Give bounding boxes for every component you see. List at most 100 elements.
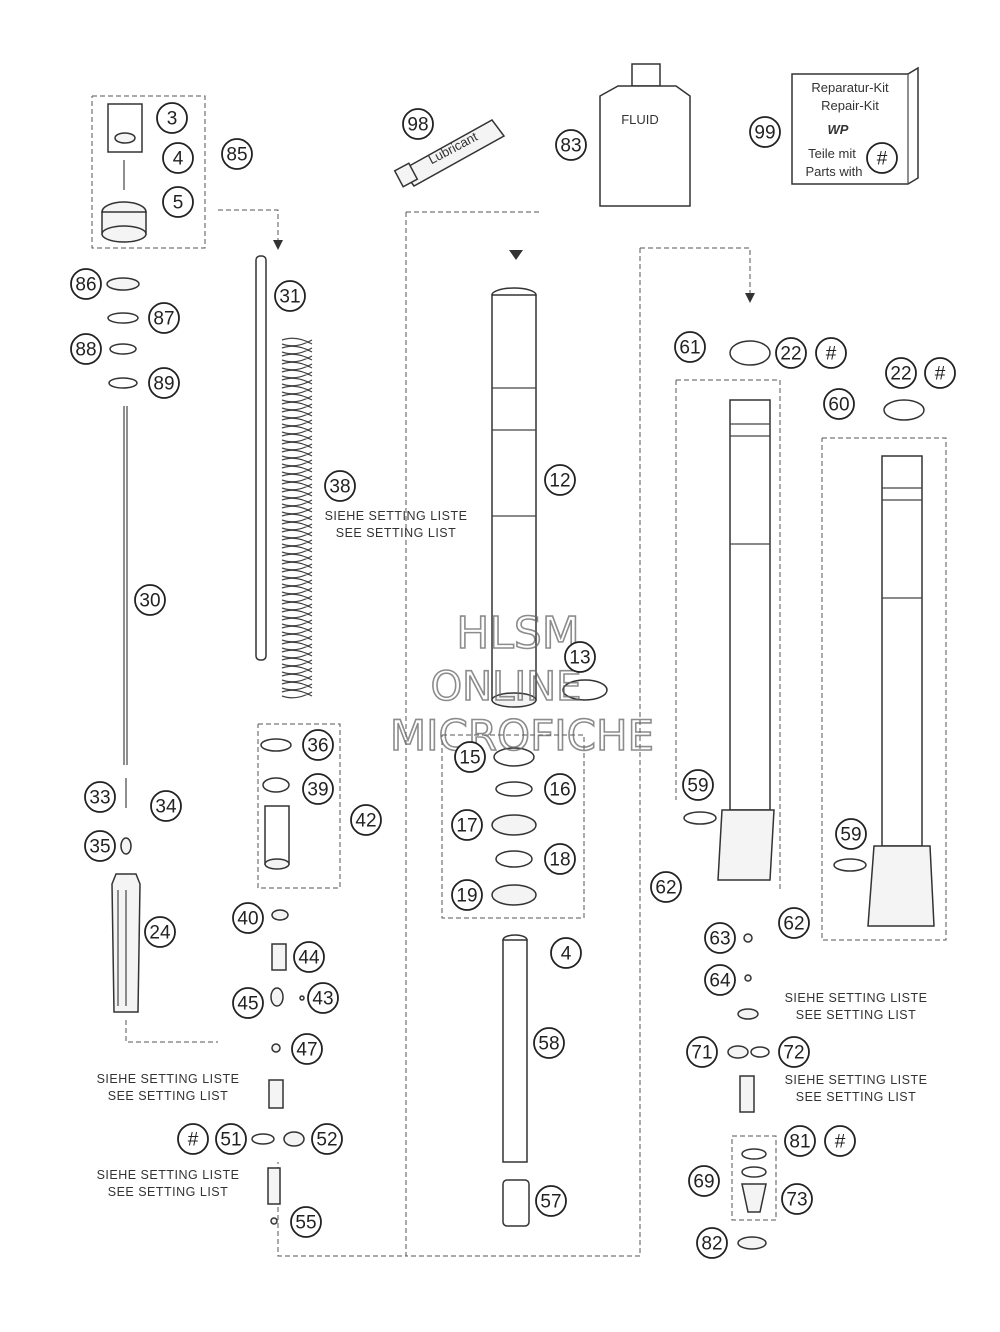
- part-callout-34: 34: [150, 790, 182, 822]
- part-callout-81: 81: [784, 1125, 816, 1157]
- part-callout-24: 24: [144, 916, 176, 948]
- part-callout-58: 58: [533, 1027, 565, 1059]
- svg-text:81: 81: [789, 1132, 810, 1153]
- watermark-line-3: MICROFICHE: [390, 711, 654, 760]
- svg-text:34: 34: [155, 797, 177, 818]
- svg-text:43: 43: [312, 989, 333, 1010]
- svg-text:51: 51: [220, 1130, 241, 1151]
- svg-text:52: 52: [316, 1130, 337, 1151]
- small-parts-right: [727, 933, 770, 1250]
- part-callout-3: 3: [156, 102, 188, 134]
- part-callout-62: 62: [778, 907, 810, 939]
- svg-text:36: 36: [307, 736, 328, 757]
- setting-notes: SIEHE SETTING LISTE SEE SETTING LIST SIEHE…: [97, 509, 928, 1199]
- part-callout-38: 38: [324, 470, 356, 502]
- small-parts-left: [251, 909, 305, 1225]
- svg-text:69: 69: [693, 1172, 714, 1193]
- part-callout-43: 43: [307, 982, 339, 1014]
- part-callout-59: 59: [682, 769, 714, 801]
- outer-tube-61: [683, 340, 775, 881]
- part-callout-57: 57: [535, 1185, 567, 1217]
- part-callout-12: 12: [544, 464, 576, 496]
- svg-text:SEE SETTING LIST: SEE SETTING LIST: [796, 1090, 917, 1104]
- svg-text:4: 4: [561, 944, 572, 965]
- part-callout-18: 18: [544, 843, 576, 875]
- part-callout-63: 63: [704, 922, 736, 954]
- kit-logo: WP: [828, 122, 849, 137]
- part-callout-60: 60: [823, 388, 855, 420]
- part-callout-86: 86: [70, 268, 102, 300]
- svg-text:63: 63: [709, 929, 730, 950]
- part-callout-88: 88: [70, 333, 102, 365]
- kit-line-5: Parts with: [805, 164, 862, 179]
- svg-text:SIEHE SETTING LISTE: SIEHE SETTING LISTE: [97, 1072, 240, 1086]
- svg-text:SEE SETTING LIST: SEE SETTING LIST: [796, 1008, 917, 1022]
- repair-kit-box: Reparatur-Kit Repair-Kit WP Teile mit Pa…: [791, 66, 919, 185]
- svg-text:39: 39: [307, 780, 328, 801]
- svg-text:38: 38: [329, 477, 350, 498]
- svg-text:86: 86: [75, 275, 96, 296]
- svg-text:22: 22: [780, 344, 801, 365]
- part-callout-42: 42: [350, 804, 382, 836]
- part-callout-17: 17: [451, 809, 483, 841]
- svg-text:5: 5: [173, 193, 184, 214]
- svg-text:SEE SETTING LIST: SEE SETTING LIST: [336, 526, 457, 540]
- part-callout-36: 36: [302, 729, 334, 761]
- svg-text:57: 57: [540, 1192, 561, 1213]
- part-callout-89: 89: [148, 367, 180, 399]
- part-callout-22: 22: [885, 357, 917, 389]
- part-callout-30: 30: [134, 584, 166, 616]
- part-callout-33: 33: [84, 781, 116, 813]
- svg-text:SIEHE SETTING LISTE: SIEHE SETTING LISTE: [785, 991, 928, 1005]
- kit-marker-callout: #: [177, 1123, 209, 1155]
- kit-line-4: Teile mit: [808, 146, 856, 161]
- part-callout-47: 47: [291, 1033, 323, 1065]
- svg-text:62: 62: [655, 878, 676, 899]
- svg-text:61: 61: [679, 338, 700, 359]
- svg-text:88: 88: [75, 340, 96, 361]
- kit-line-1: Reparatur-Kit: [811, 80, 889, 95]
- svg-text:#: #: [188, 1130, 199, 1151]
- svg-text:42: 42: [355, 811, 376, 832]
- svg-text:85: 85: [226, 145, 247, 166]
- kit-line-2: Repair-Kit: [821, 98, 879, 113]
- svg-text:40: 40: [237, 909, 258, 930]
- piston-rod-58: [502, 934, 530, 1227]
- svg-text:3: 3: [167, 109, 178, 130]
- kit-marker-callout: #: [824, 1125, 856, 1157]
- svg-text:13: 13: [569, 648, 590, 669]
- svg-text:24: 24: [149, 923, 171, 944]
- part-callout-45: 45: [232, 987, 264, 1019]
- svg-text:87: 87: [153, 309, 174, 330]
- part-callout-87: 87: [148, 302, 180, 334]
- svg-text:73: 73: [786, 1190, 807, 1211]
- svg-text:SIEHE SETTING LISTE: SIEHE SETTING LISTE: [325, 509, 468, 523]
- part-callout-62: 62: [650, 871, 682, 903]
- svg-text:SIEHE SETTING LISTE: SIEHE SETTING LISTE: [785, 1073, 928, 1087]
- svg-text:59: 59: [687, 776, 708, 797]
- part-callout-35: 35: [84, 830, 116, 862]
- fluid-bottle: FLUID: [599, 63, 691, 207]
- part-callout-22: 22: [775, 337, 807, 369]
- part-callout-4: 4: [162, 142, 194, 174]
- svg-text:SIEHE SETTING LISTE: SIEHE SETTING LISTE: [97, 1168, 240, 1182]
- svg-text:SEE SETTING LIST: SEE SETTING LIST: [108, 1089, 229, 1103]
- svg-text:59: 59: [840, 825, 861, 846]
- part-callout-64: 64: [704, 964, 736, 996]
- svg-text:89: 89: [153, 374, 174, 395]
- svg-text:31: 31: [279, 287, 300, 308]
- part-callout-39: 39: [302, 773, 334, 805]
- part-callout-72: 72: [778, 1036, 810, 1068]
- shims-86-89: [106, 277, 140, 389]
- svg-text:16: 16: [549, 780, 570, 801]
- part-callout-73: 73: [781, 1183, 813, 1215]
- svg-text:19: 19: [456, 886, 477, 907]
- part-callout-83: 83: [555, 129, 587, 161]
- fork-spring: [281, 337, 313, 699]
- part-callout-19: 19: [451, 879, 483, 911]
- spring-coils: [281, 337, 313, 699]
- top-cap-assembly: [101, 103, 147, 243]
- svg-text:72: 72: [783, 1043, 804, 1064]
